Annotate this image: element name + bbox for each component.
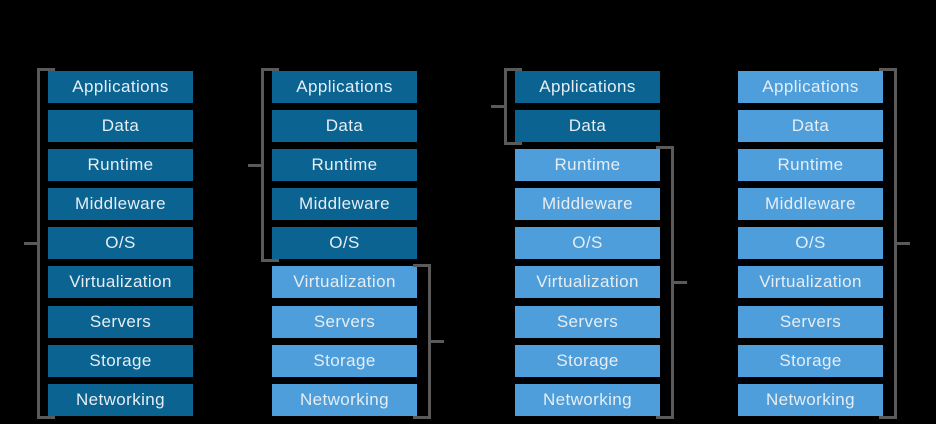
layer-box-data: Data	[738, 110, 883, 143]
coverage-bracket-right-stack-2	[413, 263, 444, 419]
layer-box-virtualization: Virtualization	[272, 266, 417, 299]
bracket-mid-tick	[674, 280, 687, 284]
layer-box-servers: Servers	[738, 305, 883, 338]
layer-box-runtime: Runtime	[272, 149, 417, 182]
layer-box-data: Data	[48, 110, 193, 143]
layer-box-servers: Servers	[272, 305, 417, 338]
bracket-mid-tick	[491, 105, 504, 109]
layer-box-storage: Storage	[272, 344, 417, 377]
layer-box-servers: Servers	[515, 305, 660, 338]
layer-box-runtime: Runtime	[515, 149, 660, 182]
coverage-bracket-left-stack-2	[248, 68, 279, 263]
bracket-mid-tick	[248, 163, 261, 167]
coverage-bracket-right-stack-4	[879, 68, 910, 419]
layer-box-data: Data	[272, 110, 417, 143]
bracket-mid-tick	[431, 339, 444, 343]
layer-box-servers: Servers	[48, 305, 193, 338]
layer-box-middleware: Middleware	[272, 188, 417, 221]
layer-box-middleware: Middleware	[48, 188, 193, 221]
layer-box-applications: Applications	[738, 71, 883, 103]
layer-box-storage: Storage	[48, 344, 193, 377]
layer-box-runtime: Runtime	[738, 149, 883, 182]
layer-box-o-s: O/S	[272, 227, 417, 260]
layer-box-virtualization: Virtualization	[738, 266, 883, 299]
layer-box-storage: Storage	[515, 344, 660, 377]
layer-box-runtime: Runtime	[48, 149, 193, 182]
layer-box-applications: Applications	[272, 71, 417, 103]
layer-box-middleware: Middleware	[515, 188, 660, 221]
layer-box-storage: Storage	[738, 344, 883, 377]
coverage-bracket-right-stack-3	[656, 146, 687, 419]
layer-box-networking: Networking	[272, 383, 417, 416]
bracket-mid-tick	[24, 241, 37, 245]
coverage-bracket-left-stack-3	[491, 68, 522, 146]
layer-box-middleware: Middleware	[738, 188, 883, 221]
layer-box-networking: Networking	[738, 383, 883, 416]
bracket-mid-tick	[897, 241, 910, 245]
layer-box-virtualization: Virtualization	[48, 266, 193, 299]
layer-box-o-s: O/S	[48, 227, 193, 260]
layer-box-o-s: O/S	[515, 227, 660, 260]
layer-box-applications: Applications	[515, 71, 660, 103]
layer-box-applications: Applications	[48, 71, 193, 103]
layer-box-o-s: O/S	[738, 227, 883, 260]
layer-box-virtualization: Virtualization	[515, 266, 660, 299]
coverage-bracket-left-stack-1	[24, 68, 55, 419]
layer-box-networking: Networking	[48, 383, 193, 416]
layer-box-networking: Networking	[515, 383, 660, 416]
layer-box-data: Data	[515, 110, 660, 143]
